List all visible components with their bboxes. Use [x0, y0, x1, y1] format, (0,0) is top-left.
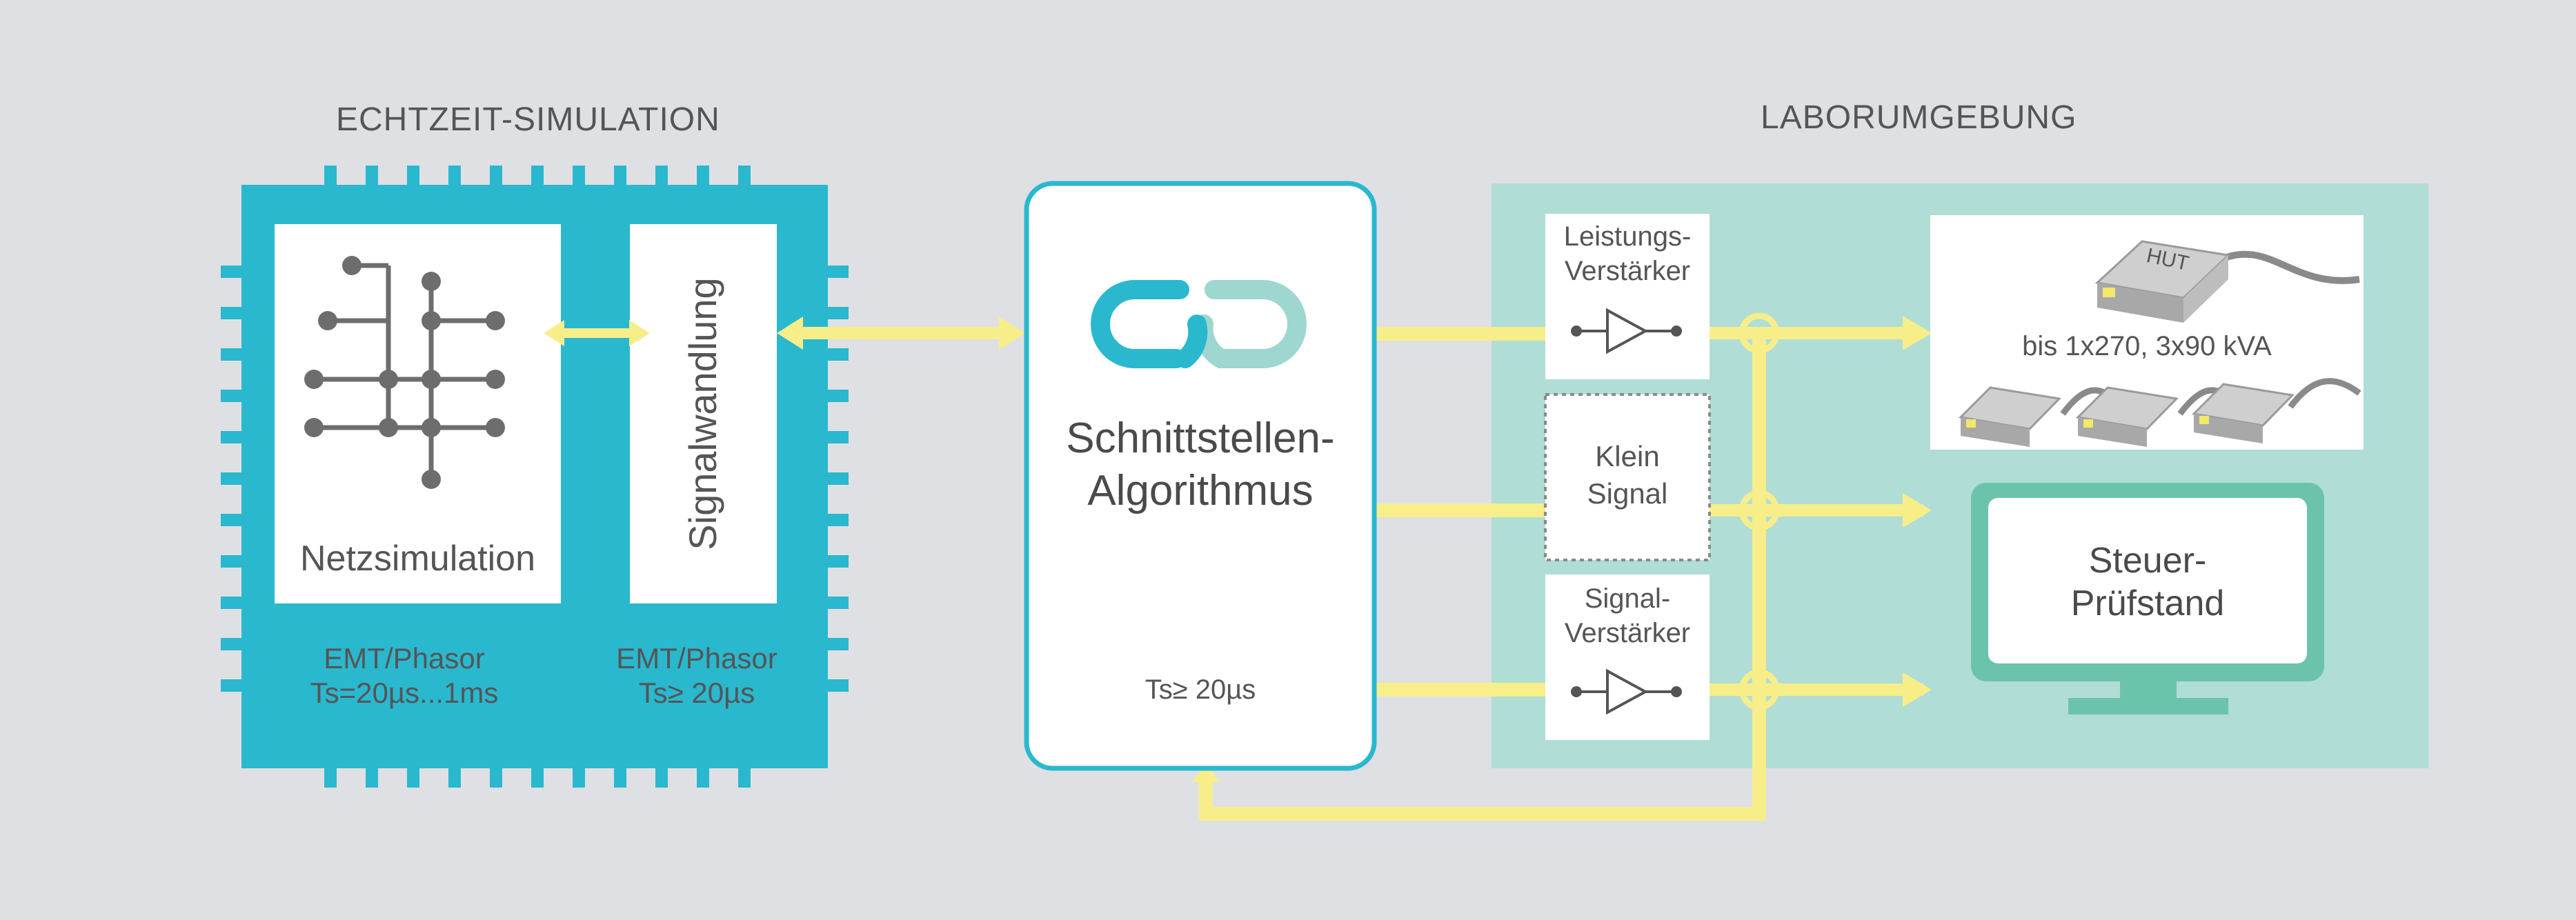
arrow-head-right: [999, 317, 1025, 350]
arrow-head-left: [544, 320, 564, 346]
hut-device-icons: [1958, 240, 2361, 447]
interface-timing: Ts≥ 20µs: [1145, 674, 1256, 705]
monitor-icon: [1971, 483, 2324, 714]
chip-pins-top: [324, 166, 751, 189]
interface-title-line2: Algorithmus: [1087, 467, 1314, 514]
signal-timing-range: Ts≥ 20µs: [638, 677, 755, 709]
amplifier-icon: [1571, 668, 1682, 715]
netz-simulation-label: Netzsimulation: [299, 539, 536, 579]
chip-pins-left: [221, 266, 244, 692]
signal-amplifier-label: Signal- Verstärker: [1545, 581, 1710, 650]
amplifier-icon: [1571, 308, 1682, 354]
hut-rating-label: bis 1x270, 3x90 kVA: [2022, 331, 2272, 361]
signal-amplifier-line2: Verstärker: [1564, 618, 1691, 648]
small-signal-label: Klein Signal: [1545, 438, 1710, 512]
small-signal-line2: Signal: [1587, 477, 1668, 510]
power-amplifier-label: Leistungs- Verstärker: [1545, 219, 1710, 288]
netz-timing-range: Ts=20µs...1ms: [310, 677, 499, 709]
interface-title: Schnittstellen- Algorithmus: [1027, 412, 1374, 517]
controller-label: Steuer- Prüfstand: [1988, 539, 2307, 625]
simulation-chip: [221, 166, 849, 788]
interface-title-line1: Schnittstellen-: [1066, 414, 1335, 462]
signal-amplifier-line1: Signal-: [1584, 583, 1671, 614]
signal-amplifier-box: [1545, 574, 1710, 740]
arrow-head-left: [777, 317, 803, 350]
power-amplifier-box: [1545, 214, 1710, 379]
chip-pins-right: [825, 266, 849, 692]
arrow-head-right: [629, 320, 650, 346]
simulation-section-title: ECHTZEIT-SIMULATION: [336, 101, 720, 138]
bus-junctions: [1738, 312, 1780, 710]
small-signal-line1: Klein: [1595, 440, 1660, 472]
small-signal-box: [1544, 393, 1711, 561]
signal-timing-type: EMT/Phasor: [616, 642, 777, 674]
netz-timing-type: EMT/Phasor: [324, 642, 485, 674]
signal-conversion-label: Signalwandlung: [681, 277, 724, 550]
power-amplifier-line2: Verstärker: [1564, 256, 1691, 286]
netz-timing: EMT/Phasor Ts=20µs...1ms: [275, 641, 534, 710]
signal-timing: EMT/Phasor Ts≥ 20µs: [593, 641, 800, 710]
lab-section-title: LABORUMGEBUNG: [1761, 99, 2077, 136]
controller-line1: Steuer-: [2088, 541, 2207, 581]
chain-link-icon: [1091, 280, 1307, 368]
network-tree-icon: [304, 256, 505, 489]
netz-simulation-box: [275, 224, 561, 603]
signal-conversion-box: [630, 224, 777, 603]
signal-connections: [544, 316, 1932, 821]
controller-line2: Prüfstand: [2070, 583, 2225, 623]
chip-pins-bottom: [324, 764, 751, 788]
power-amplifier-line1: Leistungs-: [1563, 221, 1692, 252]
